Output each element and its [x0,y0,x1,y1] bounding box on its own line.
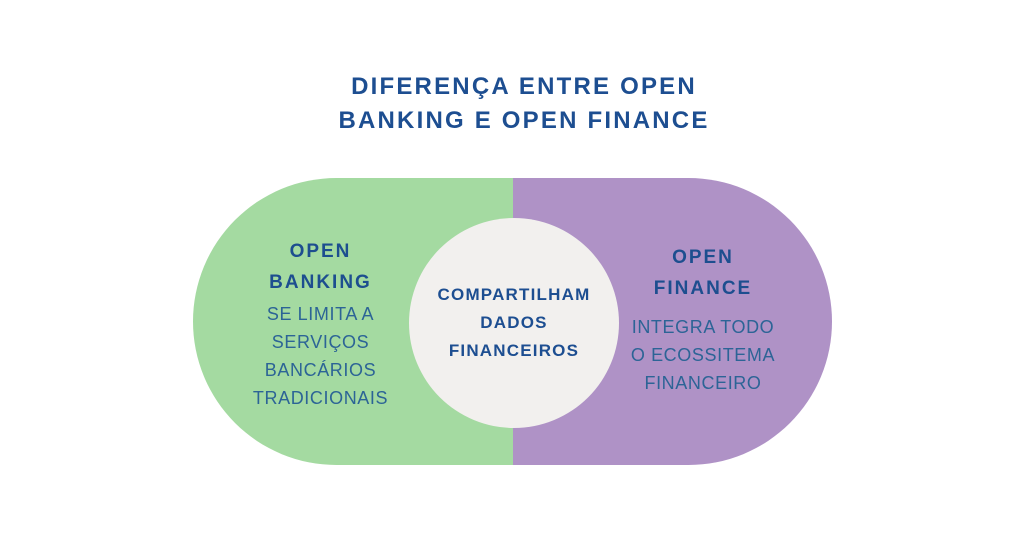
open-banking-heading-line-1: OPEN [289,241,352,262]
open-finance-heading: OPEN FINANCE [616,242,791,304]
open-banking-description-line: SERVIÇOS [271,332,370,352]
open-banking-description-line: BANCÁRIOS [264,360,377,380]
open-finance-text-block: OPEN FINANCE INTEGRA TODO O ECOSSITEMA F… [616,242,791,397]
open-finance-heading-line-1: OPEN [672,247,734,268]
open-finance-description-line: FINANCEIRO [644,373,762,393]
page-title-line-2: BANKING E OPEN FINANCE [338,107,710,134]
open-finance-description-line: INTEGRA TODO [631,317,775,337]
open-finance-heading-line-2: FINANCE [653,278,753,299]
shared-overlap-line-1: COMPARTILHAM [437,285,591,304]
shared-overlap-circle: COMPARTILHAM DADOS FINANCEIROS [409,218,619,428]
page-title-line-1: DIFERENÇA ENTRE OPEN [351,73,697,100]
open-finance-description: INTEGRA TODO O ECOSSITEMA FINANCEIRO [616,313,791,397]
open-banking-description-line: SE LIMITA A [266,304,375,324]
page-title: DIFERENÇA ENTRE OPEN BANKING E OPEN FINA… [24,70,1024,138]
open-banking-heading-line-2: BANKING [269,272,372,293]
open-finance-description-line: O ECOSSITEMA [630,345,776,365]
shared-overlap-line-2: DADOS [480,313,548,332]
shared-overlap-text: COMPARTILHAM DADOS FINANCEIROS [438,281,591,365]
open-banking-description-line: TRADICIONAIS [252,388,389,408]
shared-overlap-line-3: FINANCEIROS [448,341,580,360]
open-banking-text-block: OPEN BANKING SE LIMITA A SERVIÇOS BANCÁR… [233,236,408,412]
open-banking-heading: OPEN BANKING [233,236,408,298]
open-banking-description: SE LIMITA A SERVIÇOS BANCÁRIOS TRADICION… [233,300,408,412]
